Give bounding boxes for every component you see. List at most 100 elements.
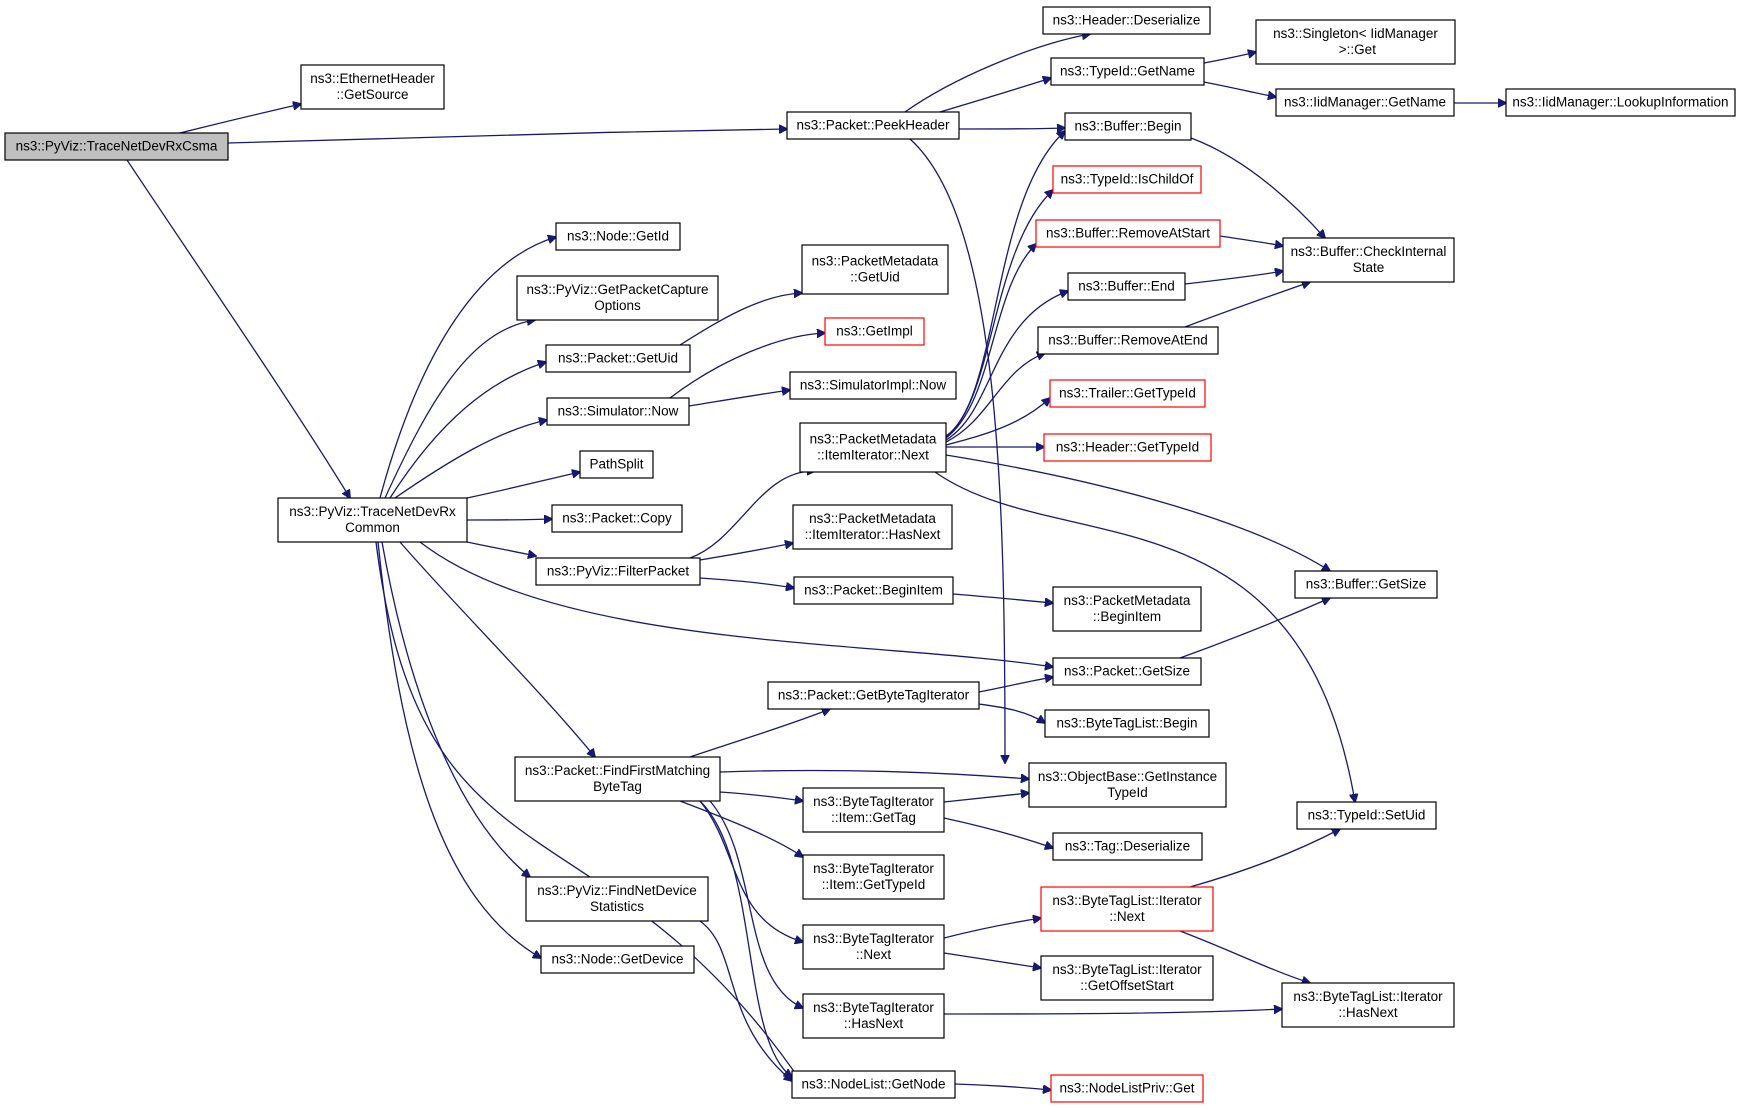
node-box[interactable] — [802, 787, 945, 833]
node-box[interactable] — [802, 924, 945, 970]
node-box[interactable] — [516, 275, 719, 321]
node-box[interactable] — [1281, 982, 1455, 1028]
node-box[interactable] — [1028, 762, 1227, 808]
node-box[interactable] — [1050, 1074, 1204, 1103]
node-box[interactable] — [1043, 433, 1212, 462]
node-ns3-getimpl[interactable]: ns3::GetImpl — [824, 317, 925, 346]
node-box[interactable] — [1064, 112, 1192, 141]
node-ns3-buffer-begin[interactable]: ns3::Buffer::Begin — [1064, 112, 1192, 141]
node-ns3-bytetagiterator-next[interactable]: ns3::ByteTagIterator::Next — [802, 924, 945, 970]
node-box[interactable] — [545, 344, 691, 373]
node-ns3-packet-beginitem[interactable]: ns3::Packet::BeginItem — [793, 576, 954, 605]
node-box[interactable] — [801, 244, 949, 295]
node-ns3-pyviz-tracenetdevrxcsma[interactable]: ns3::PyViz::TraceNetDevRxCsma — [4, 132, 229, 161]
node-box[interactable] — [1505, 88, 1736, 117]
node-box[interactable] — [802, 993, 945, 1039]
node-ns3-bytetaglist-iterator-next[interactable]: ns3::ByteTagList::Iterator::Next — [1040, 886, 1214, 932]
node-box[interactable] — [1294, 570, 1438, 599]
node-box[interactable] — [1052, 832, 1203, 861]
node-ns3-buffer-getsize[interactable]: ns3::Buffer::GetSize — [1294, 570, 1438, 599]
node-box[interactable] — [802, 854, 945, 900]
node-ns3-typeid-ischildof[interactable]: ns3::TypeId::IsChildOf — [1052, 165, 1202, 194]
node-ns3-bytetagiterator-hasnext[interactable]: ns3::ByteTagIterator::HasNext — [802, 993, 945, 1039]
node-ns3-packet-copy[interactable]: ns3::Packet::Copy — [551, 504, 683, 533]
node-box[interactable] — [555, 222, 681, 251]
node-box[interactable] — [791, 1070, 956, 1099]
node-box[interactable] — [1282, 237, 1455, 283]
node-ns3-packetmetadata-itemiterator-hasnext[interactable]: ns3::PacketMetadata::ItemIterator::HasNe… — [792, 504, 953, 550]
node-ns3-iidmanager-lookupinformation[interactable]: ns3::IidManager::LookupInformation — [1505, 88, 1736, 117]
node-ns3-bytetagiterator-item-gettypeid[interactable]: ns3::ByteTagIterator::Item::GetTypeId — [802, 854, 945, 900]
node-ns3-buffer-removeatend[interactable]: ns3::Buffer::RemoveAtEnd — [1037, 326, 1219, 355]
node-ns3-packetmetadata-itemiterator-next[interactable]: ns3::PacketMetadata::ItemIterator::Next — [799, 422, 947, 473]
node-box[interactable] — [1049, 379, 1206, 408]
node-ns3-ethernetheader-getsource[interactable]: ns3::EthernetHeader::GetSource — [300, 64, 445, 110]
node-ns3-singleton-iidmanager-get[interactable]: ns3::Singleton< IidManager >::Get — [1255, 19, 1456, 65]
node-box[interactable] — [1050, 57, 1205, 86]
node-box[interactable] — [799, 422, 947, 473]
node-ns3-buffer-removeatstart[interactable]: ns3::Buffer::RemoveAtStart — [1035, 219, 1221, 248]
node-ns3-nodelistpriv-get[interactable]: ns3::NodeListPriv::Get — [1050, 1074, 1204, 1103]
node-box[interactable] — [1037, 326, 1219, 355]
node-box[interactable] — [1044, 709, 1210, 738]
node-ns3-node-getdevice[interactable]: ns3::Node::GetDevice — [540, 945, 695, 974]
node-ns3-packetmetadata-getuid[interactable]: ns3::PacketMetadata::GetUid — [801, 244, 949, 295]
node-box[interactable] — [1042, 6, 1211, 35]
node-ns3-typeid-setuid[interactable]: ns3::TypeId::SetUid — [1296, 801, 1437, 830]
node-box[interactable] — [1052, 586, 1202, 632]
node-box[interactable] — [1067, 272, 1186, 301]
node-ns3-bytetagiterator-item-gettag[interactable]: ns3::ByteTagIterator::Item::GetTag — [802, 787, 945, 833]
node-box[interactable] — [786, 111, 960, 140]
node-ns3-nodelist-getnode[interactable]: ns3::NodeList::GetNode — [791, 1070, 956, 1099]
node-ns3-packet-getbytetagiterator[interactable]: ns3::Packet::GetByteTagIterator — [767, 681, 980, 710]
node-box[interactable] — [1296, 801, 1437, 830]
node-ns3-packetmetadata-beginitem[interactable]: ns3::PacketMetadata::BeginItem — [1052, 586, 1202, 632]
node-box[interactable] — [1052, 165, 1202, 194]
node-ns3-tag-deserialize[interactable]: ns3::Tag::Deserialize — [1052, 832, 1203, 861]
node-box[interactable] — [300, 64, 445, 110]
node-ns3-packet-peekheader[interactable]: ns3::Packet::PeekHeader — [786, 111, 960, 140]
node-ns3-buffer-end[interactable]: ns3::Buffer::End — [1067, 272, 1186, 301]
node-pathsplit[interactable]: PathSplit — [579, 450, 654, 479]
node-box[interactable] — [792, 504, 953, 550]
node-box[interactable] — [1035, 219, 1221, 248]
node-ns3-simulator-now[interactable]: ns3::Simulator::Now — [546, 397, 690, 426]
node-ns3-packet-getsize[interactable]: ns3::Packet::GetSize — [1052, 657, 1202, 686]
node-box[interactable] — [789, 371, 957, 400]
node-box[interactable] — [1052, 657, 1202, 686]
node-ns3-header-gettypeid[interactable]: ns3::Header::GetTypeId — [1043, 433, 1212, 462]
node-box[interactable] — [1255, 19, 1456, 65]
node-ns3-typeid-getname[interactable]: ns3::TypeId::GetName — [1050, 57, 1205, 86]
node-box[interactable] — [767, 681, 980, 710]
node-box[interactable] — [546, 397, 690, 426]
node-box[interactable] — [1040, 955, 1214, 1001]
node-box[interactable] — [525, 876, 709, 922]
node-box[interactable] — [1040, 886, 1214, 932]
node-box[interactable] — [277, 497, 468, 543]
node-ns3-header-deserialize[interactable]: ns3::Header::Deserialize — [1042, 6, 1211, 35]
node-ns3-simulatorimpl-now[interactable]: ns3::SimulatorImpl::Now — [789, 371, 957, 400]
node-box[interactable] — [1275, 88, 1455, 117]
node-box[interactable] — [540, 945, 695, 974]
node-box[interactable] — [824, 317, 925, 346]
node-box[interactable] — [514, 756, 721, 802]
node-ns3-bytetaglist-iterator-hasnext[interactable]: ns3::ByteTagList::Iterator::HasNext — [1281, 982, 1455, 1028]
node-ns3-trailer-gettypeid[interactable]: ns3::Trailer::GetTypeId — [1049, 379, 1206, 408]
node-box[interactable] — [4, 132, 229, 161]
node-ns3-pyviz-filterpacket[interactable]: ns3::PyViz::FilterPacket — [535, 557, 701, 586]
node-box[interactable] — [551, 504, 683, 533]
node-ns3-packet-getuid[interactable]: ns3::Packet::GetUid — [545, 344, 691, 373]
node-ns3-node-getid[interactable]: ns3::Node::GetId — [555, 222, 681, 251]
node-box[interactable] — [579, 450, 654, 479]
node-ns3-bytetaglist-begin[interactable]: ns3::ByteTagList::Begin — [1044, 709, 1210, 738]
node-box[interactable] — [793, 576, 954, 605]
node-ns3-iidmanager-getname[interactable]: ns3::IidManager::GetName — [1275, 88, 1455, 117]
node-ns3-bytetaglist-iterator-getoffsetstart[interactable]: ns3::ByteTagList::Iterator::GetOffsetSta… — [1040, 955, 1214, 1001]
node-box[interactable] — [535, 557, 701, 586]
